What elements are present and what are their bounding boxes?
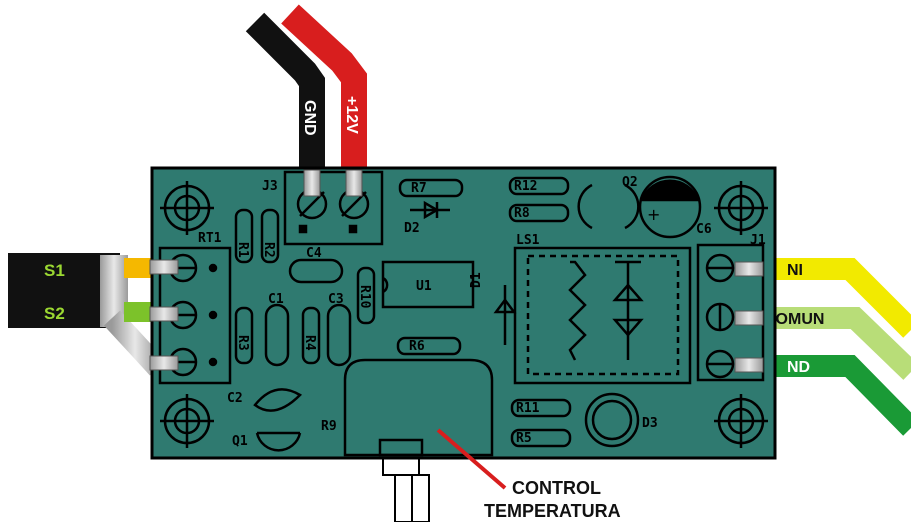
svg-text:+: +	[647, 205, 660, 224]
pcb-board	[150, 166, 777, 460]
ni-label: NI	[787, 262, 803, 279]
label-rt1: RT1	[198, 231, 222, 246]
label-r4: R4	[302, 335, 317, 351]
label-d1: D1	[469, 272, 484, 288]
resistors	[234, 176, 572, 448]
label-ls1: LS1	[516, 233, 540, 248]
control-label-line2: TEMPERATURA	[484, 501, 621, 521]
label-c2: C2	[227, 391, 243, 406]
label-j3: J3	[262, 179, 278, 194]
label-c3: C3	[328, 292, 344, 307]
label-r11: R11	[516, 401, 540, 416]
nd-label: ND	[787, 359, 810, 376]
label-j1: J1	[750, 233, 766, 248]
label-q1: Q1	[232, 434, 248, 449]
v12-wire	[281, 4, 367, 195]
sensor-cable	[8, 253, 167, 376]
potentiometer-r9	[343, 358, 494, 457]
label-r12: R12	[514, 179, 537, 194]
j3-pins	[303, 169, 363, 197]
control-pointer-line	[436, 428, 507, 490]
label-r3: R3	[235, 335, 250, 351]
mounting-holes	[160, 181, 768, 448]
ni-wire	[760, 258, 911, 338]
nd-wire	[760, 355, 911, 436]
gnd-label: GND	[301, 100, 318, 136]
s2-label: S2	[44, 304, 65, 323]
gnd-wire	[245, 12, 325, 195]
label-r2: R2	[261, 242, 276, 258]
silkscreen-labels: J3 RT1 R1 R2 R3 R4 R10 R7 R12 R8 R6 R11 …	[198, 175, 766, 449]
label-q2: Q2	[622, 175, 638, 190]
label-r6: R6	[409, 339, 425, 354]
label-c4: C4	[306, 246, 322, 261]
ic-u1	[381, 260, 475, 309]
control-label-line1: CONTROL	[512, 478, 601, 498]
semiconductors	[255, 183, 640, 452]
relay-ls1	[513, 246, 692, 385]
label-c1: C1	[268, 292, 284, 307]
rt1-pins	[149, 259, 179, 371]
label-u1: U1	[416, 279, 432, 294]
j1-pins	[734, 261, 764, 373]
label-c6: C6	[696, 222, 712, 237]
label-r8: R8	[514, 206, 530, 221]
v12-label: +12V	[343, 96, 360, 134]
label-d2: D2	[404, 221, 420, 236]
s1-label: S1	[44, 261, 65, 280]
label-r5: R5	[516, 431, 532, 446]
label-r7: R7	[411, 181, 427, 196]
comun-label: COMUN	[764, 311, 824, 328]
label-d3: D3	[642, 416, 658, 431]
potentiometer-shaft	[382, 454, 430, 522]
label-r10: R10	[357, 285, 372, 309]
comun-wire	[760, 307, 911, 380]
label-r1: R1	[235, 242, 250, 258]
label-r9: R9	[321, 419, 337, 434]
capacitors: +	[253, 175, 702, 412]
